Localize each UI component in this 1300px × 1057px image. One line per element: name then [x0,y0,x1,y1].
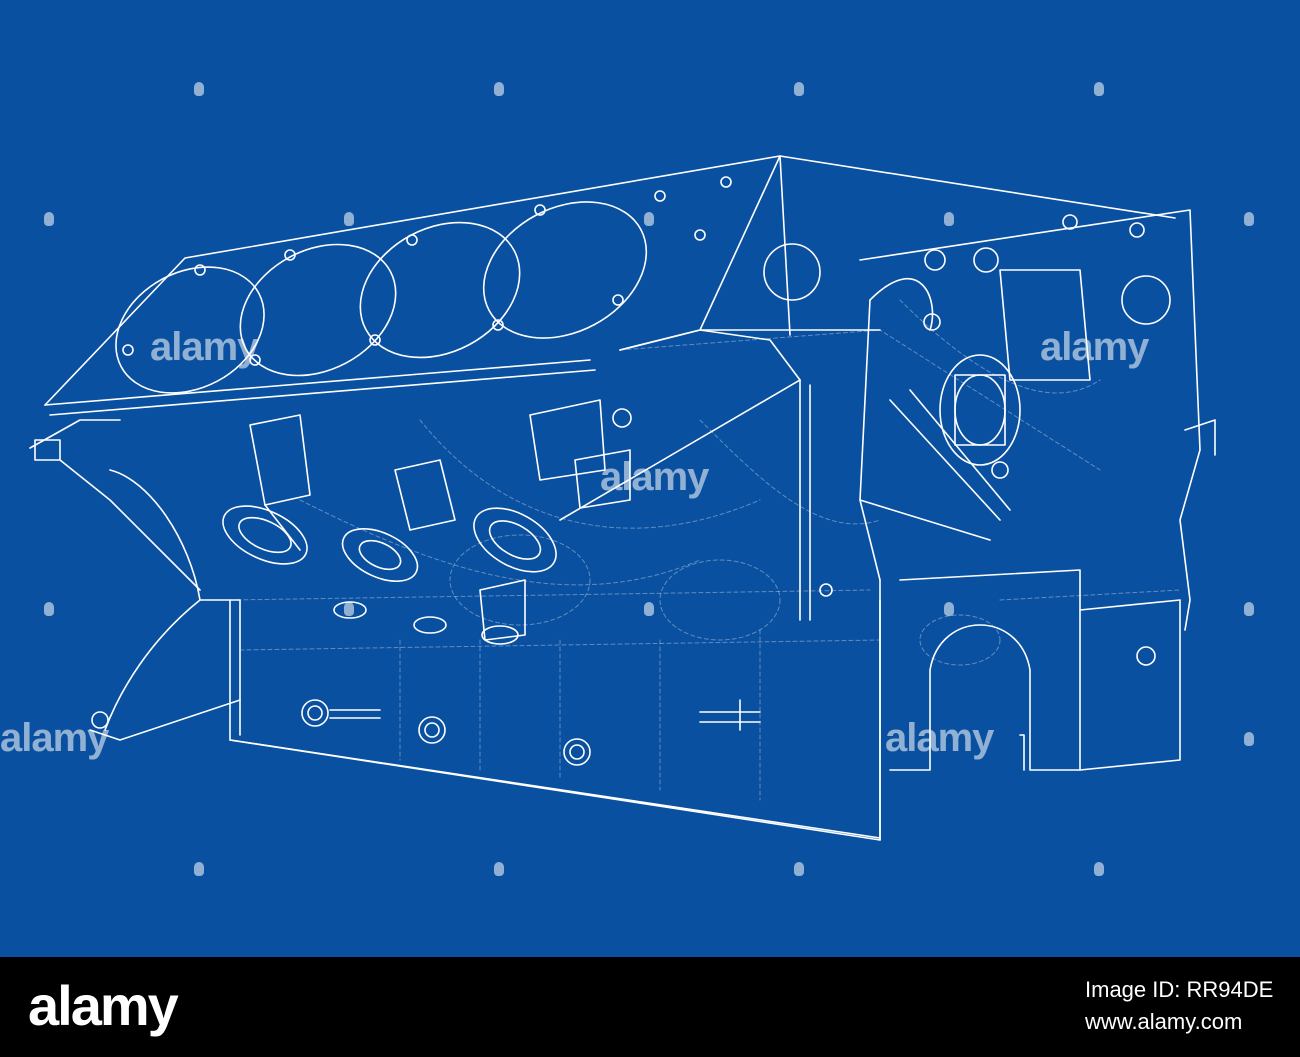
side-skirt [229,599,881,841]
watermark-pin [794,862,804,876]
image-id: Image ID: RR94DE [1085,977,1274,1002]
footer-bar: alamy Image ID: RR94DE www.alamy.com [0,957,1300,1057]
watermark-pin [494,82,504,96]
watermark-pin [44,212,54,226]
watermark-pin [344,212,354,226]
watermark-pin [44,602,54,616]
site-url: www.alamy.com [1085,1009,1243,1034]
watermark-2: alamy [600,455,709,499]
watermark-1: alamy [150,325,259,369]
watermark-pin [644,602,654,616]
watermark-pin [1094,862,1104,876]
cylinder-deck [44,155,781,416]
alamy-logo: alamy [28,974,179,1037]
watermark-pin [194,82,204,96]
watermark-pin [1244,732,1254,746]
watermark-pin [494,862,504,876]
hidden-lines [229,299,1181,801]
watermark-pin [944,212,954,226]
front-lugs [29,419,241,741]
watermark-pin [944,602,954,616]
engine-block-drawing [29,155,1216,841]
watermark-pin [1094,82,1104,96]
watermark-5: alamy [885,716,994,760]
watermark-pin [1244,602,1254,616]
watermark-3: alamy [1040,325,1149,369]
watermark-pin [794,82,804,96]
watermark-pin [1244,212,1254,226]
watermark-pin [344,602,354,616]
watermark-pin [644,212,654,226]
bank-wall [559,155,1176,621]
rear-face [859,209,1216,771]
watermark-4: alamy [0,716,109,760]
engine-block-blueprint: alamy alamy alamy alamy alamy [0,0,1300,957]
watermark-pin [194,862,204,876]
valley-parts [222,399,632,645]
